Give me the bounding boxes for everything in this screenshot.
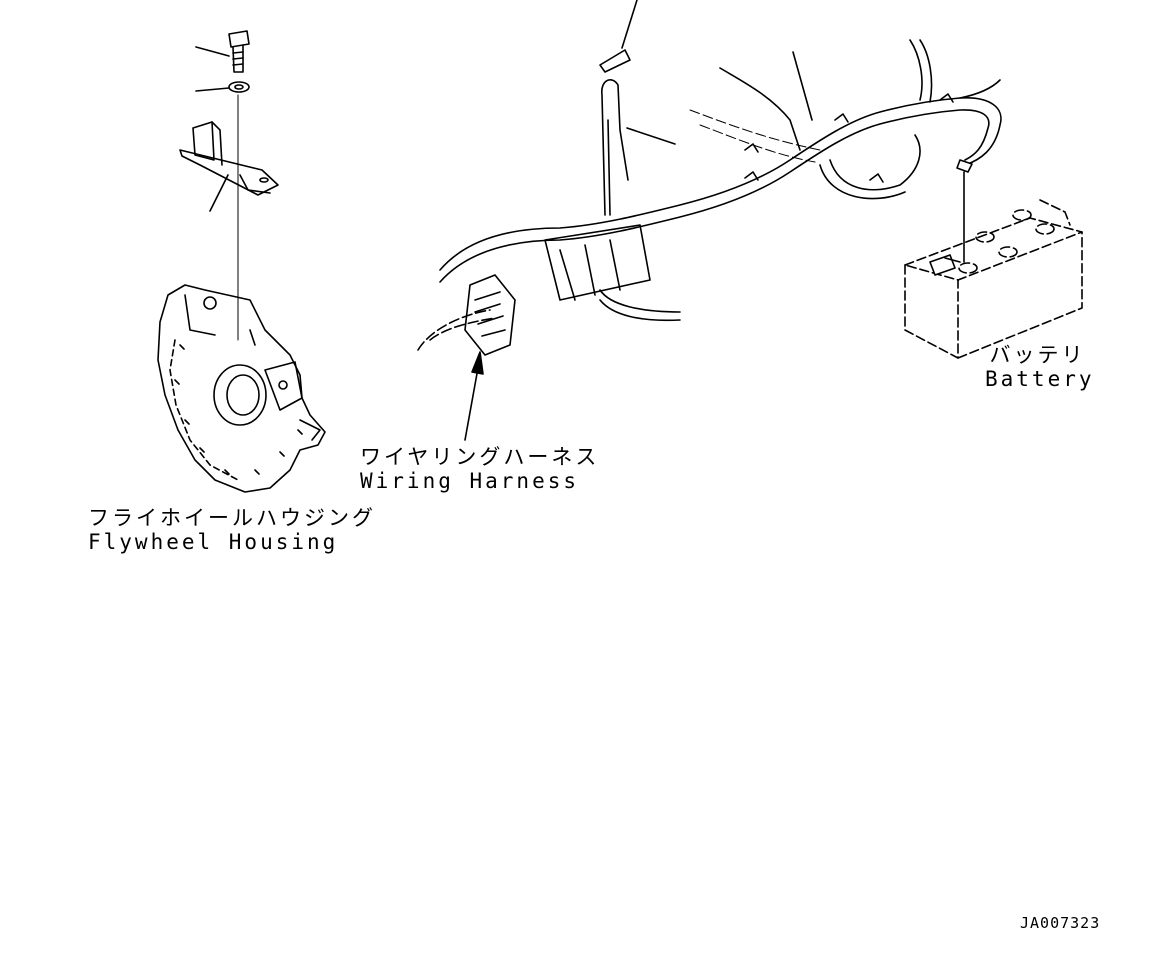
wiring-harness-label-ja: ワイヤリングハーネス [360,445,600,469]
leader-harness-cable [792,51,813,121]
wiring-harness-label-en: Wiring Harness [360,469,580,493]
wiring-harness-drawing [417,39,1002,356]
battery-label: バッテリ Battery [985,343,1095,391]
washer-part [228,81,250,93]
battery-terminal [929,254,961,276]
wiring-harness-arrow [464,351,484,441]
leader-bracket [209,174,229,212]
bolt-part [228,30,250,73]
bracket-part [179,121,279,196]
battery-drawing [904,199,1083,359]
leader-washer [195,87,230,92]
flywheel-housing-label: フライホイールハウジング Flywheel Housing [88,506,376,554]
flywheel-housing-label-ja: フライホイールハウジング [88,506,376,530]
leader-bolt [195,46,230,57]
flywheel-housing-label-en: Flywheel Housing [88,530,339,554]
drawing-number: JA007323 [1020,914,1101,932]
flywheel-housing-drawing [157,284,326,493]
wiring-harness-label: ワイヤリングハーネス Wiring Harness [360,445,600,493]
leader-harness-mid [626,127,676,145]
battery-label-ja: バッテリ [989,343,1086,367]
leader-harness-top [621,0,638,49]
battery-label-en: Battery [985,367,1095,391]
